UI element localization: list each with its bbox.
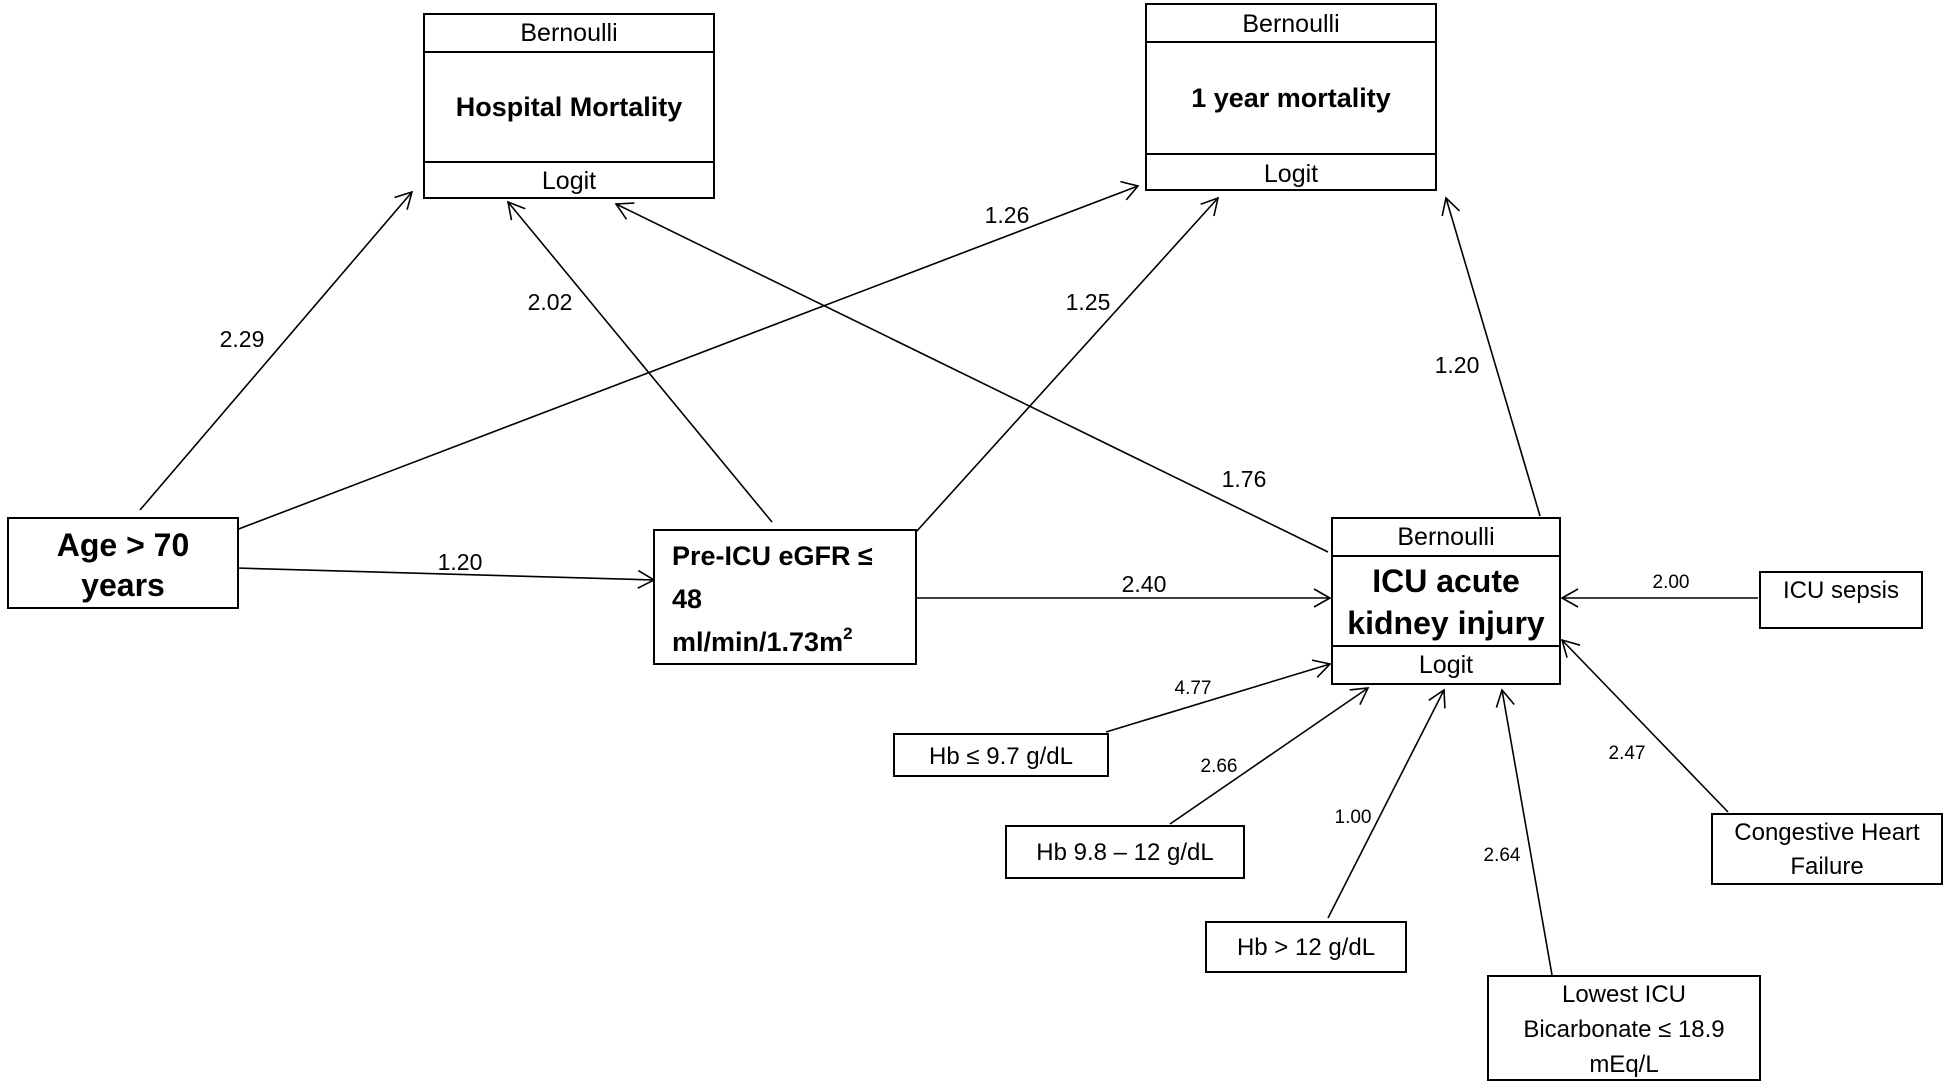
weight-chf-aki: 2.47 bbox=[1609, 743, 1646, 764]
hb-low-label: Hb ≤ 9.7 g/dL bbox=[929, 743, 1073, 770]
hospital-mortality-link: Logit bbox=[542, 167, 596, 195]
node-1-year-mortality: Bernoulli 1 year mortality Logit bbox=[1145, 3, 1437, 191]
bicarb-label-line2: Bicarbonate ≤ 18.9 bbox=[1523, 1016, 1724, 1043]
edge-egfr-to-1-year-mortality bbox=[915, 196, 1220, 533]
1-year-mortality-label: 1 year mortality bbox=[1191, 83, 1391, 113]
weight-age-hosp: 2.29 bbox=[220, 326, 265, 352]
node-egfr: Pre-ICU eGFR ≤ 48 ml/min/1.73m2 bbox=[653, 529, 917, 665]
icu-aki-distribution: Bernoulli bbox=[1397, 523, 1494, 551]
edge-hb-mid-to-aki bbox=[1169, 687, 1370, 825]
weight-sepsis-aki: 2.00 bbox=[1653, 572, 1690, 593]
weight-bicarb-aki: 2.64 bbox=[1484, 845, 1521, 866]
weight-age-egfr: 1.20 bbox=[438, 549, 483, 575]
edge-aki-to-1-year-mortality bbox=[1441, 196, 1541, 517]
edge-hb-high-to-aki bbox=[1327, 688, 1446, 919]
icu-aki-link: Logit bbox=[1419, 651, 1473, 679]
weight-hblow-aki: 4.77 bbox=[1175, 678, 1212, 699]
edge-chf-to-aki bbox=[1560, 638, 1729, 813]
age-label-line1: Age > 70 bbox=[57, 527, 190, 563]
weight-age-1yr: 1.26 bbox=[985, 202, 1030, 228]
weight-aki-1yr: 1.20 bbox=[1435, 352, 1480, 378]
chf-label-line2: Failure bbox=[1790, 853, 1863, 880]
icu-sepsis-label: ICU sepsis bbox=[1783, 577, 1899, 604]
icu-aki-label-line2: kidney injury bbox=[1347, 605, 1545, 641]
bicarb-label-line3: mEq/L bbox=[1589, 1051, 1658, 1078]
egfr-label-line3: ml/min/1.73m bbox=[672, 627, 843, 657]
edge-egfr-to-hospital-mortality bbox=[506, 200, 773, 523]
edge-egfr-to-aki bbox=[916, 588, 1332, 608]
svg-text:ml/min/1.73m2: ml/min/1.73m2 bbox=[672, 624, 853, 657]
weight-aki-hosp: 1.76 bbox=[1222, 466, 1267, 492]
node-hb-mid: Hb 9.8 – 12 g/dL bbox=[1005, 825, 1245, 879]
weight-hbmid-aki: 2.66 bbox=[1201, 756, 1238, 777]
edge-aki-to-hospital-mortality bbox=[614, 202, 1329, 553]
edge-age-to-1-year-mortality bbox=[235, 180, 1140, 531]
edges bbox=[139, 180, 1758, 976]
node-hospital-mortality: Bernoulli Hospital Mortality Logit bbox=[423, 13, 715, 199]
hb-mid-label: Hb 9.8 – 12 g/dL bbox=[1036, 839, 1213, 866]
node-hb-high: Hb > 12 g/dL bbox=[1205, 921, 1407, 973]
weight-hbhigh-aki: 1.00 bbox=[1335, 807, 1372, 828]
node-bicarb: Lowest ICU Bicarbonate ≤ 18.9 mEq/L bbox=[1487, 975, 1761, 1081]
1-year-mortality-distribution: Bernoulli bbox=[1242, 10, 1339, 38]
age-label-line2: years bbox=[81, 567, 165, 603]
egfr-label-superscript: 2 bbox=[843, 624, 852, 643]
node-icu-aki: Bernoulli ICU acute kidney injury Logit bbox=[1331, 517, 1561, 685]
hospital-mortality-distribution: Bernoulli bbox=[520, 19, 617, 47]
weight-egfr-hosp: 2.02 bbox=[528, 289, 573, 315]
node-age: Age > 70 years bbox=[7, 517, 239, 609]
node-icu-sepsis: ICU sepsis bbox=[1759, 571, 1923, 629]
1-year-mortality-link: Logit bbox=[1264, 160, 1318, 188]
chf-label-line1: Congestive Heart bbox=[1734, 819, 1920, 846]
bicarb-label-line1: Lowest ICU bbox=[1562, 981, 1686, 1008]
edge-hb-low-to-aki bbox=[1105, 659, 1332, 733]
weight-egfr-1yr: 1.25 bbox=[1066, 289, 1111, 315]
edge-weights: 2.29 1.26 1.20 2.02 1.25 2.40 1.76 1.20 … bbox=[220, 202, 1690, 866]
weight-egfr-aki: 2.40 bbox=[1122, 571, 1167, 597]
egfr-label-line2: 48 bbox=[672, 584, 702, 614]
edge-sepsis-to-aki bbox=[1560, 588, 1758, 608]
icu-aki-label-line1: ICU acute bbox=[1372, 563, 1520, 599]
edge-bicarb-to-aki bbox=[1495, 688, 1553, 976]
hospital-mortality-label: Hospital Mortality bbox=[456, 92, 683, 122]
node-chf: Congestive Heart Failure bbox=[1711, 813, 1943, 885]
egfr-label-line1: Pre-ICU eGFR ≤ bbox=[672, 541, 873, 571]
node-hb-low: Hb ≤ 9.7 g/dL bbox=[893, 733, 1109, 777]
hb-high-label: Hb > 12 g/dL bbox=[1237, 934, 1375, 961]
edge-age-to-hospital-mortality bbox=[139, 190, 414, 511]
